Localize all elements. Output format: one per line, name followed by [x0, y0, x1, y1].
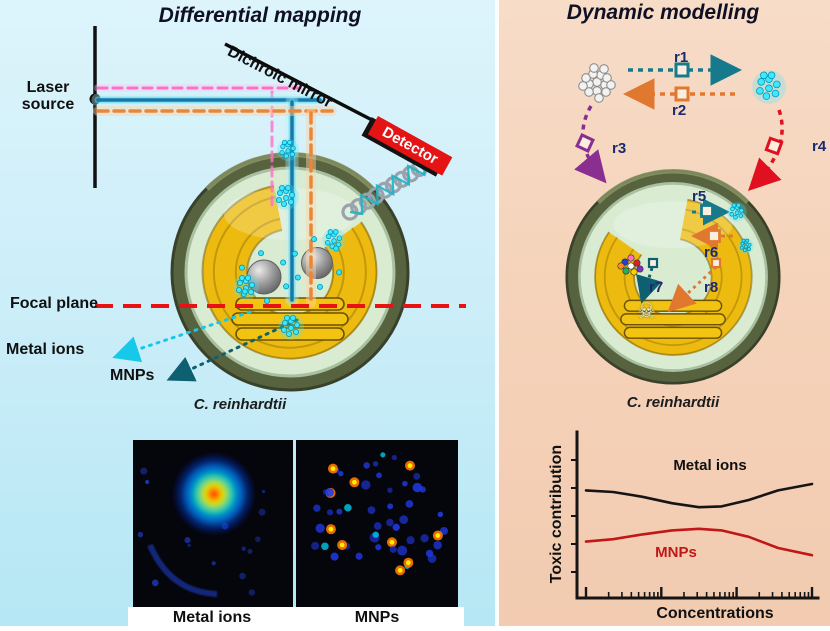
toxicity-chart [571, 430, 820, 600]
reaction-node-squares [575, 62, 784, 269]
focal-plane-label: Focal plane [10, 295, 99, 312]
panel-divider [495, 0, 499, 631]
metal-ions-label: Metal ions [6, 341, 85, 358]
reaction-label-r2: r2 [672, 102, 687, 119]
curve-label-metal-ions: Metal ions [673, 457, 747, 474]
left-panel-title: Differential mapping [158, 4, 362, 27]
heatmap-metal-ions-dots [137, 456, 266, 597]
reaction-label-r1: r1 [674, 49, 689, 66]
reaction-label-r8: r8 [704, 279, 719, 296]
reaction-label-r4: r4 [812, 138, 827, 155]
concentrations-axis-label: Concentrations [656, 605, 774, 622]
skull-icon: ☠ [637, 300, 656, 323]
reaction-label-r6: r6 [704, 244, 719, 261]
bottom-border [0, 626, 830, 631]
organism-label-left: C. reinhardtii [193, 396, 287, 413]
organism-label-right: C. reinhardtii [626, 394, 720, 411]
right-panel-title: Dynamic modelling [566, 1, 760, 24]
annotation-arrows-left [112, 310, 299, 382]
heatmap-caption-metal-ions: Metal ions [172, 609, 252, 626]
toxic-contribution-axis-label: Toxic contribution [548, 444, 565, 584]
cell-left [172, 154, 408, 390]
cell-right [567, 171, 779, 383]
heatmap-mnps-dots [311, 452, 449, 576]
curve-label-mnps: MNPs [655, 544, 697, 561]
reaction-label-r5: r5 [692, 188, 707, 205]
laser-source-label: Laser source [21, 79, 75, 113]
heatmap-caption-mnps: MNPs [354, 609, 400, 626]
reaction-label-r3: r3 [612, 140, 627, 157]
mnps-label: MNPs [110, 367, 155, 384]
dichroic-mirror-line [224, 42, 373, 122]
reaction-label-r7: r7 [649, 279, 664, 296]
